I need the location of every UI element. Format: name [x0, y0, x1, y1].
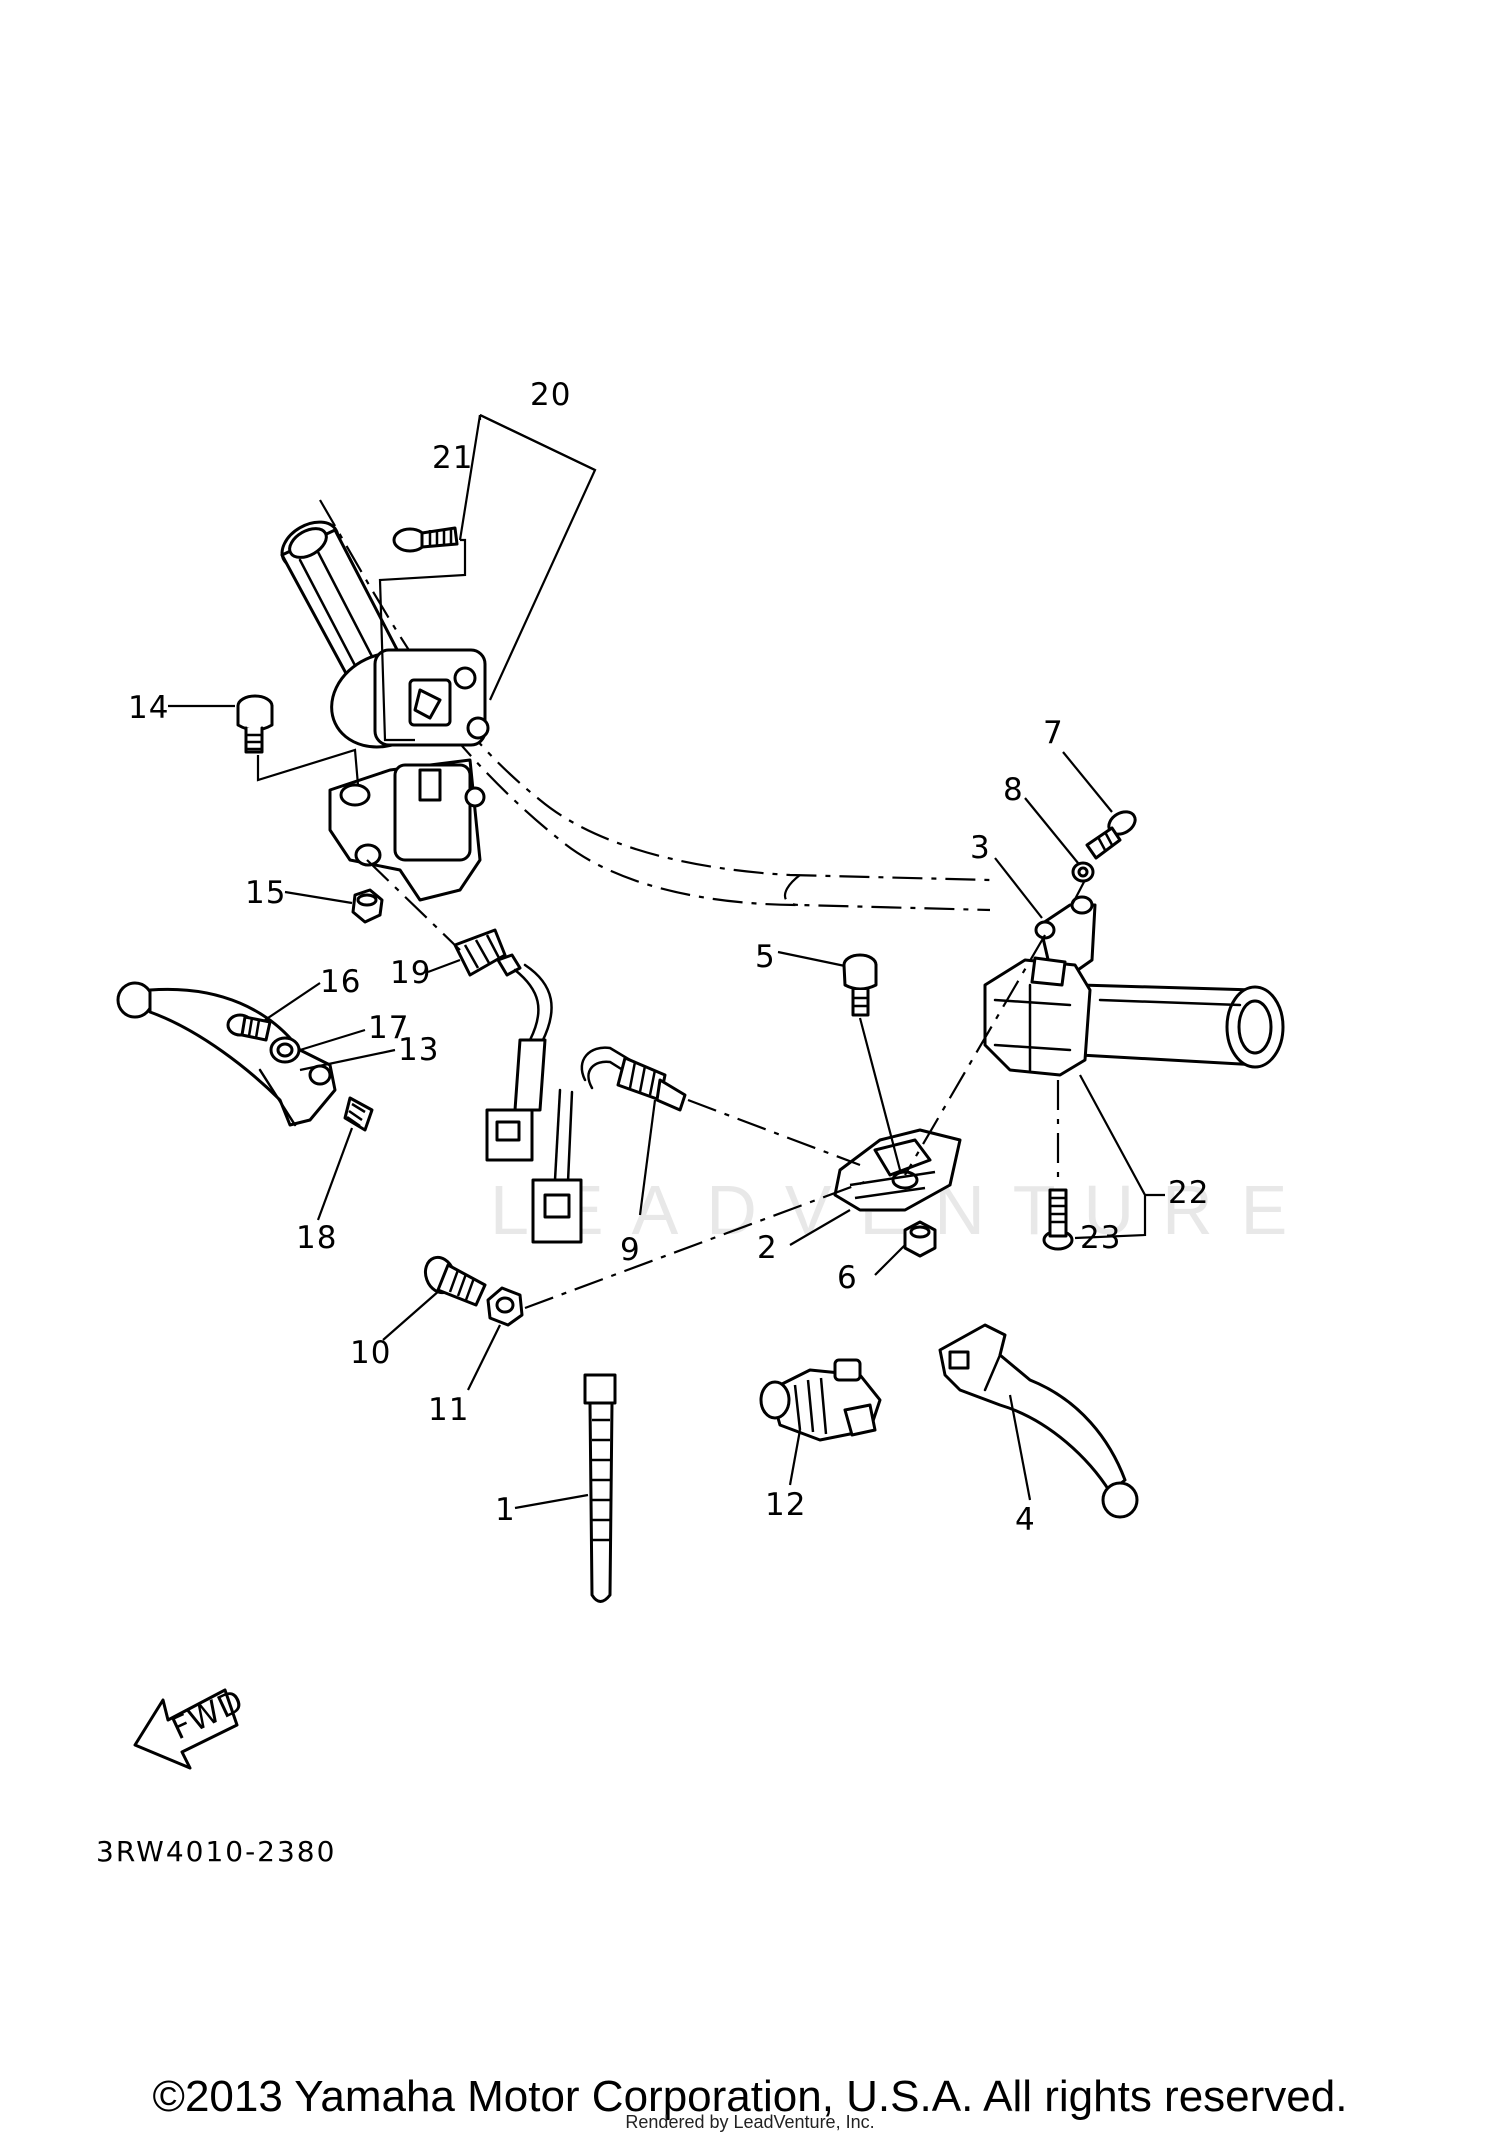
callout-22: 22 [1168, 1175, 1209, 1211]
leader-lines [168, 414, 1165, 1510]
bracket-2 [833, 1128, 962, 1212]
callout-3: 3 [970, 830, 991, 866]
callout-8: 8 [1003, 772, 1024, 808]
nut-11 [486, 1286, 524, 1327]
callout-11: 11 [428, 1392, 469, 1428]
front-brake-switch-9 [531, 1046, 687, 1244]
bolt-5 [842, 953, 878, 1017]
diagram-reference-code: 3RW4010-2380 [96, 1835, 337, 1868]
callout-10: 10 [350, 1335, 391, 1371]
bolt-14 [236, 694, 274, 754]
screw-21 [392, 526, 459, 553]
callout-15: 15 [245, 875, 286, 911]
bolt-16 [226, 1013, 272, 1042]
holder-12 [759, 1358, 882, 1442]
fwd-arrow: FWD [133, 1683, 250, 1770]
callout-14: 14 [128, 690, 169, 726]
left-switch-assembly [330, 648, 490, 749]
callout-12: 12 [765, 1487, 806, 1523]
callout-7: 7 [1043, 715, 1064, 751]
nut-6 [903, 1220, 937, 1258]
callout-9: 9 [620, 1232, 641, 1268]
callout-2: 2 [757, 1230, 778, 1266]
callouts: 20 21 14 15 19 16 17 13 18 10 11 9 2 6 5… [128, 377, 1209, 1538]
callout-19: 19 [390, 955, 431, 991]
callout-6: 6 [837, 1260, 858, 1296]
screw-10 [423, 1255, 487, 1307]
brake-lever-4 [938, 1323, 1139, 1519]
clutch-lever-13 [116, 981, 337, 1127]
lever-holder [328, 758, 486, 902]
cable-tie-1 [583, 1373, 617, 1603]
callout-21: 21 [432, 440, 473, 476]
callout-5: 5 [755, 939, 776, 975]
nut-15 [351, 888, 384, 924]
copyright-notice: ©2013 Yamaha Motor Corporation, U.S.A. A… [152, 2072, 1348, 2121]
rendered-by-credit: Rendered by LeadVenture, Inc. [625, 2112, 875, 2132]
right-switch-22 [983, 956, 1092, 1077]
clutch-switch-19 [453, 928, 553, 1162]
callout-16: 16 [320, 964, 361, 1000]
washer-8 [1071, 861, 1095, 883]
callout-4: 4 [1015, 1502, 1036, 1538]
callout-23: 23 [1080, 1220, 1121, 1256]
callout-20: 20 [530, 377, 571, 413]
screw-23 [1042, 1188, 1074, 1251]
screw-18 [343, 1096, 374, 1132]
callout-13: 13 [398, 1032, 439, 1068]
callout-1: 1 [495, 1492, 516, 1528]
callout-17: 17 [368, 1010, 409, 1046]
right-grip [1078, 983, 1285, 1069]
collar-17 [269, 1036, 301, 1064]
clamp-3 [1034, 895, 1097, 974]
screw-7 [1085, 810, 1137, 860]
callout-18: 18 [296, 1220, 337, 1256]
